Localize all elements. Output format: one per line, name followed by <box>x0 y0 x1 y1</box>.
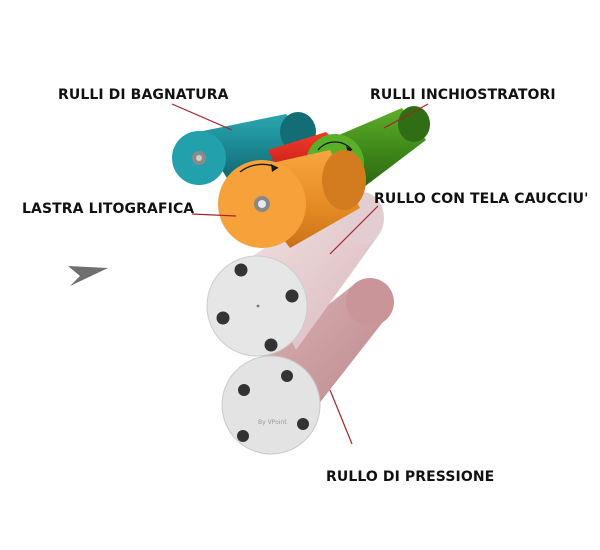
label-ink-rollers: RULLI INCHIOSTRATORI <box>370 87 556 103</box>
leader-blanket <box>329 205 379 255</box>
label-wetting-rollers: RULLI DI BAGNATURA <box>58 87 229 103</box>
rotation-arrow-icon <box>317 141 353 151</box>
leader-lines <box>171 103 429 445</box>
leader-plate <box>191 213 237 217</box>
pressure-roller <box>221 278 394 455</box>
watermark: By VPoint <box>258 419 287 426</box>
label-litho-plate: LASTRA LITOGRAFICA <box>22 201 195 217</box>
leader-wetting <box>171 103 233 131</box>
feed-arrow-icon <box>68 266 108 286</box>
wetting-roller <box>172 112 316 186</box>
plate-roller <box>218 150 366 248</box>
label-pressure-roller: RULLO DI PRESSIONE <box>326 469 495 485</box>
leader-pressure <box>329 389 353 445</box>
label-blanket-roller: RULLO CON TELA CAUCCIU' <box>374 191 589 207</box>
leader-ink <box>383 103 429 129</box>
